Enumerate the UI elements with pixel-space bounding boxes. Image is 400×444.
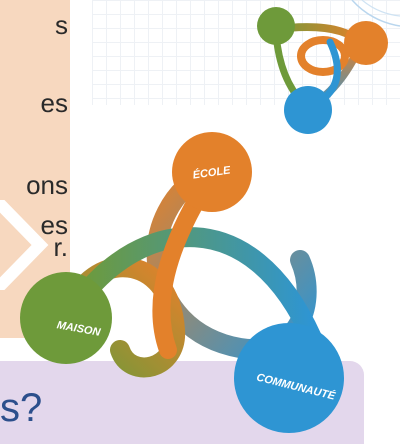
text-fragment-5: r. (53, 232, 68, 262)
text-panel: s es ons es r. (0, 0, 70, 338)
maison-circle (20, 272, 112, 364)
small-circles-logo (257, 7, 388, 134)
question-text: s? (0, 386, 43, 430)
decorative-outline-circle (351, 0, 400, 27)
communaute-circle (234, 323, 344, 433)
text-fragment-3: ons (26, 170, 68, 200)
ecole-circle (172, 132, 252, 212)
text-fragment-1: s (55, 10, 68, 40)
chevron-right-icon (0, 200, 49, 290)
text-fragment-2: es (40, 88, 68, 118)
text-fragment-4: es (40, 210, 68, 240)
big-circles-diagram: ÉCOLE MAISON COMMUNAUTÉ (20, 132, 344, 433)
ecole-label: ÉCOLE (192, 163, 232, 181)
